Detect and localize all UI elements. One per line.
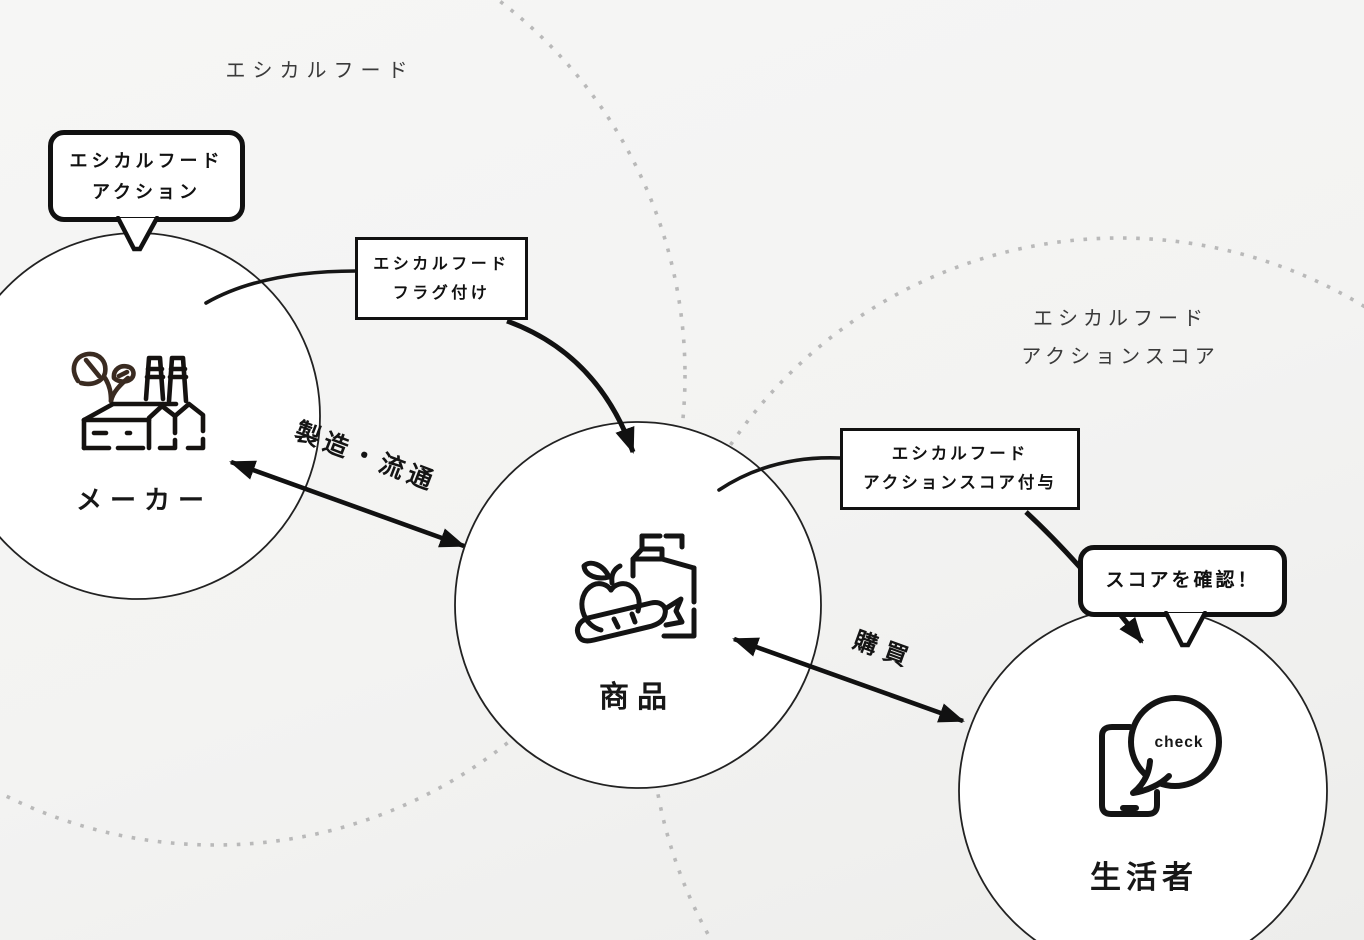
ethical-food-region-dotted-circle [0,0,687,847]
score-grant-box-line1: エシカルフード [891,445,1029,463]
factory-with-leaf-icon [71,351,206,451]
action-score-region-label-line2: アクションスコア [1021,346,1220,368]
make-distribute-arrow [229,459,466,549]
maker-label: メーカー [75,485,212,515]
flagging-box-line1: エシカルフード [373,256,510,273]
check-bubble-text: check [1154,734,1204,751]
score-grant-box-line2: アクションスコア付与 [863,474,1057,492]
ethical-food-action-bubble-line1: エシカルフード [69,151,224,171]
score-grant-box: エシカルフード アクションスコア付与 [840,428,1080,510]
action-score-region-label-line1: エシカルフード [1033,308,1208,330]
purchase-arrow [732,636,965,724]
check-score-bubble-tail [1163,611,1208,648]
product-to-scorebox-connector [717,455,843,492]
ethical-food-action-bubble: エシカルフード アクション [48,130,245,222]
action-score-region-label: エシカルフード アクションスコア [1003,300,1238,376]
maker-to-flagbox-connector [204,269,358,305]
ethical-food-action-bubble-line2: アクション [91,182,202,202]
check-score-bubble: スコアを確認！ [1078,545,1287,617]
smartphone-check-bubble-icon [1099,695,1222,817]
product-label: 商品 [599,681,675,714]
flagging-arrow [506,318,636,454]
flagging-box: エシカルフード フラグ付け [355,237,528,320]
milk-apple-carrot-icon [574,533,697,644]
ethical-food-region-label: エシカルフード [225,60,415,82]
consumer-label: 生活者 [1090,860,1198,895]
ethical-food-action-bubble-tail [115,216,160,252]
flagging-box-line2: フラグ付け [392,285,491,302]
check-bubble-tail [1130,758,1172,796]
